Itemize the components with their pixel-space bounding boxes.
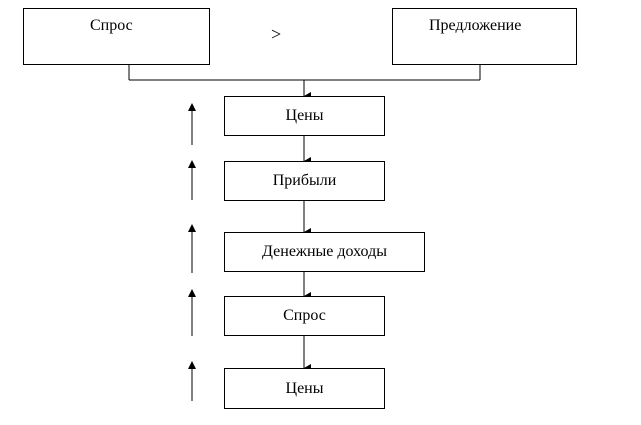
demand-box: Спрос [23,8,210,65]
chain-label-prices-final: Цены [285,379,324,397]
supply-box: Предложение [392,8,577,65]
chain-box-prices: Цены [224,96,385,136]
chain-label-demand: Спрос [283,307,326,324]
comparison-symbol: > [271,24,282,44]
chain-box-prices-final: Цены [224,368,385,409]
chain-box-demand: Спрос [224,296,385,336]
demand-label: Спрос [90,17,133,34]
chain-label-income: Денежные доходы [262,243,387,260]
chain-box-income: Денежные доходы [224,232,425,272]
chain-box-profits: Прибыли [224,161,385,201]
chain-label-prices: Цены [285,107,324,124]
supply-label: Предложение [429,17,522,34]
chain-label-profits: Прибыли [272,172,337,189]
